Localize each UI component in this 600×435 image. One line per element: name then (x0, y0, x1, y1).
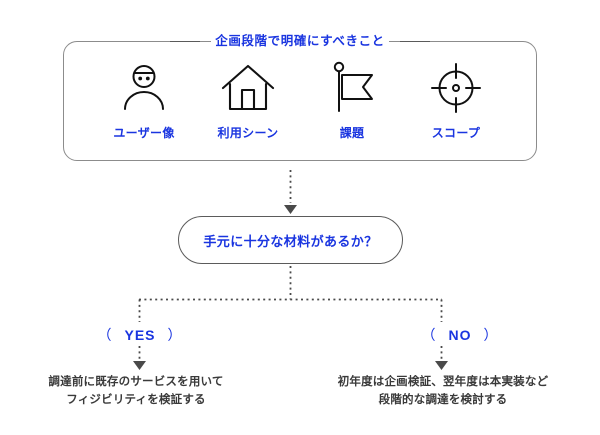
panel-title: 企画段階で明確にすべきこと (211, 32, 389, 50)
branch-no-open-paren: （ (421, 327, 437, 343)
panel-item-row: ユーザー像 利用シーン (63, 60, 537, 152)
outcome-no-line-1: 初年度は企画検証、翌年度は本実装など (337, 376, 549, 388)
user-persona-icon (118, 60, 170, 116)
outcome-yes: 調達前に既存のサービスを用いて フィジビリティを検証する (18, 373, 254, 409)
branch-no-close-paren: ） (483, 327, 499, 343)
panel-item-label-user-persona: ユーザー像 (113, 126, 175, 140)
outcome-yes-line-2: フィジビリティを検証する (66, 394, 206, 406)
panel-item-user-persona[interactable]: ユーザー像 (92, 60, 196, 141)
title-rule-right (399, 40, 430, 42)
target-scope-icon (429, 60, 483, 116)
outcome-no-line-2: 段階的な調達を検討する (378, 394, 508, 406)
flag-issue-icon (326, 60, 378, 116)
branch-yes-close-paren: ） (167, 327, 183, 343)
arrowhead-no (435, 361, 448, 370)
branch-yes-open-paren: （ (97, 327, 113, 343)
arrowhead-yes (133, 361, 146, 370)
outcome-no: 初年度は企画検証、翌年度は本実装など 段階的な調達を検討する (300, 373, 586, 409)
outcome-yes-line-1: 調達前に既存のサービスを用いて (48, 376, 224, 388)
decision-label: 手元に十分な材料があるか？ (203, 233, 378, 249)
house-scene-icon (220, 60, 276, 116)
title-rule-left (170, 40, 201, 42)
panel-item-usage-scene[interactable]: 利用シーン (196, 60, 300, 141)
panel-item-issue[interactable]: 課題 (300, 60, 404, 141)
arrowhead-to-decision (284, 205, 297, 214)
panel-item-scope[interactable]: スコープ (404, 60, 508, 141)
panel-item-label-usage-scene: 利用シーン (217, 126, 279, 140)
panel-item-label-issue: 課題 (339, 126, 365, 140)
decision-box[interactable]: 手元に十分な材料があるか？ (178, 216, 403, 264)
branch-label-yes: （ YES ） (70, 325, 210, 345)
panel-title-group: 企画段階で明確にすべきこと (63, 31, 537, 51)
panel-item-label-scope: スコープ (431, 126, 481, 140)
branch-label-no: （ NO ） (390, 325, 530, 345)
branch-yes-word: YES (124, 327, 156, 343)
branch-no-word: NO (448, 327, 472, 343)
